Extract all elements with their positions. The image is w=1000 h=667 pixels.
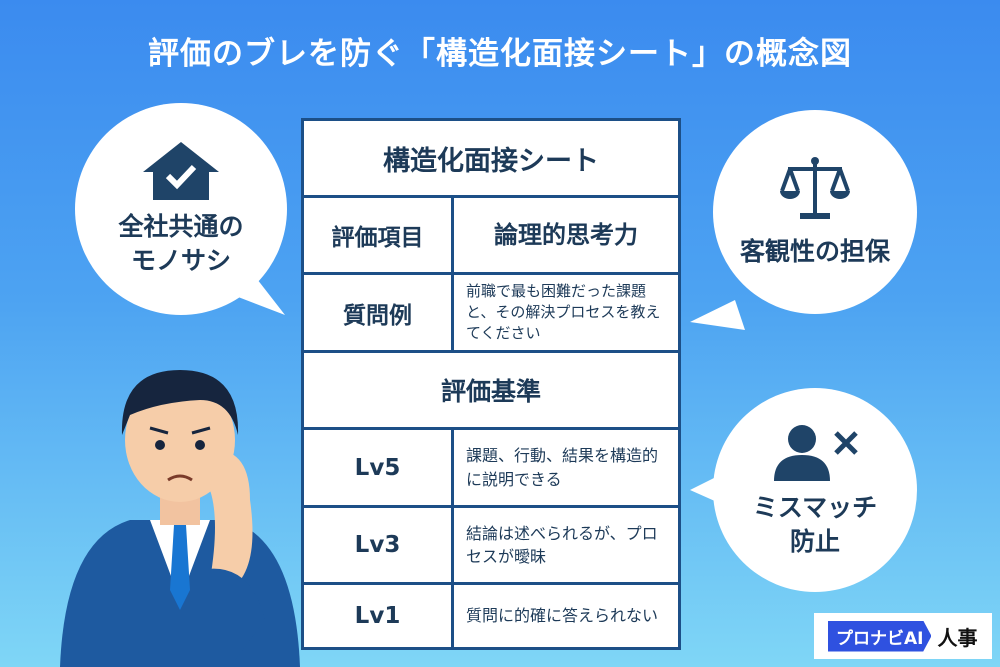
level-row: Lv1 質問に的確に答えられない (304, 585, 678, 647)
level-label: Lv3 (304, 508, 454, 582)
logo-suffix: 人事 (937, 625, 978, 650)
brand-logo: プロナビAI 人事 (814, 613, 992, 659)
sheet-heading: 構造化面接シート (383, 145, 599, 177)
bubble-text-2: モノサシ (130, 246, 231, 275)
level-label: Lv1 (304, 585, 454, 647)
level-row: Lv5 課題、行動、結果を構造的に説明できる (304, 430, 678, 508)
item-value: 論理的思考力 (494, 220, 638, 249)
item-label: 評価項目 (304, 198, 454, 272)
structured-interview-sheet: 構造化面接シート 評価項目 論理的思考力 質問例前職で最も困難だった課題と、その解… (301, 118, 681, 650)
logo-brand: プロナビAI (828, 620, 932, 652)
level-label: Lv5 (304, 430, 454, 505)
bubble-mismatch: ミスマッチ 防止 (713, 388, 917, 592)
bubble-objectivity: 客観性の担保 (713, 110, 917, 314)
person-x-icon (774, 425, 858, 482)
bubble-text-1: 全社共通の (118, 212, 244, 242)
criteria-heading: 評価基準 (440, 377, 541, 406)
house-check-icon (143, 142, 219, 201)
page-title: 評価のブレを防ぐ「構造化面接シート」の概念図 (148, 36, 852, 72)
level-row: Lv3 結論は述べられるが、プロセスが曖昧 (304, 508, 678, 585)
worried-businessman-illustration (60, 370, 300, 667)
question-label: 質問例 (304, 275, 454, 350)
bubble-common-standard: 全社共通の モノサシ (75, 103, 287, 315)
level-desc: 質問に的確に答えられない (466, 606, 659, 626)
scales-icon (780, 157, 850, 220)
level-desc: 結論は述べられるが、プロセスが曖昧 (466, 523, 658, 566)
question-value: 前職で最も困難だった課題と、その解決プロセスを教えてください (466, 282, 661, 342)
bubble-text-2: 防止 (789, 527, 840, 556)
bubble-text: 客観性の担保 (739, 237, 890, 267)
bubble-text-1: ミスマッチ (752, 493, 878, 523)
level-desc: 課題、行動、結果を構造的に説明できる (466, 446, 659, 489)
